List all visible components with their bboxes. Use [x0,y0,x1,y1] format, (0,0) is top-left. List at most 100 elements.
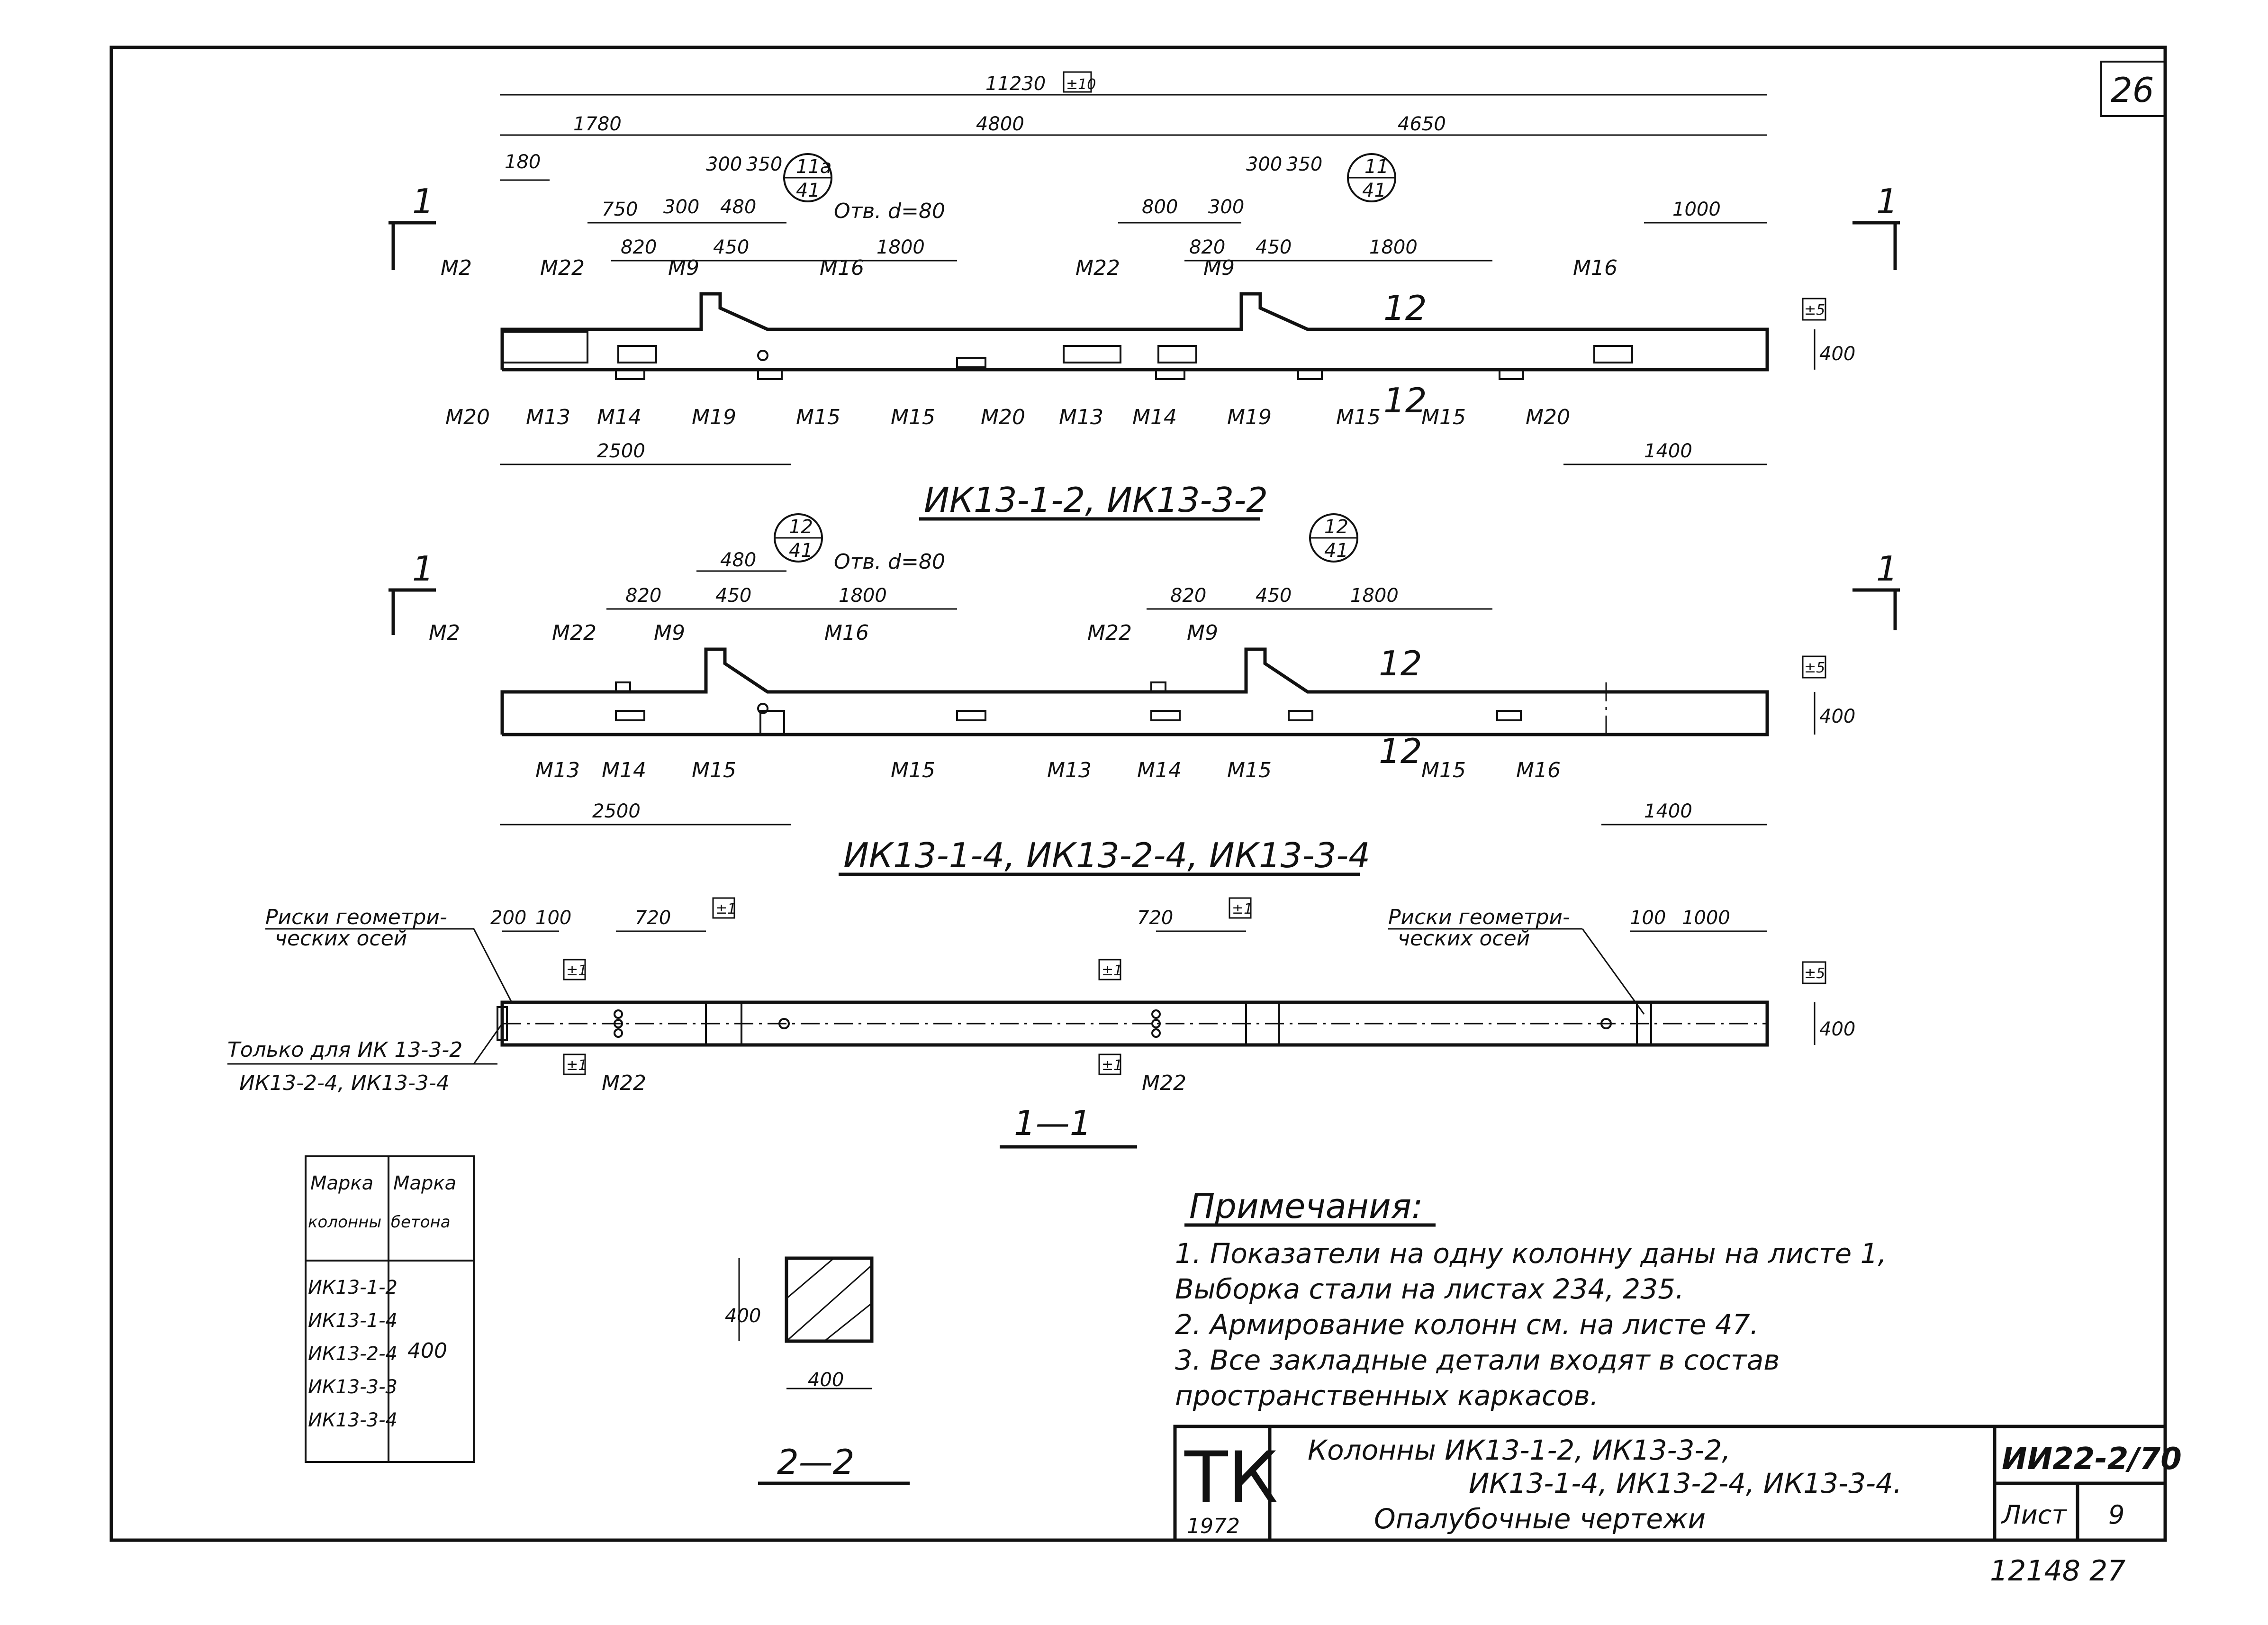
mark: М9 [1203,256,1235,280]
sheet-label: Лист [2001,1500,2067,1530]
callout-top: 11а [796,156,831,178]
table-row: ИК13-2-4 [308,1343,398,1365]
mark: М16 [820,256,864,280]
note-line: 1. Показатели на одну колонну даны на ли… [1175,1237,1887,1270]
dim-1780: 1780 [573,113,622,135]
tol: ±5 [1804,660,1825,676]
dim-480: 480 [720,196,756,218]
concrete-table: Марка колонны Марка бетона ИК13-1-2 ИК13… [305,1155,475,1463]
tol: ±1 [566,1057,587,1074]
mark: М15 [891,758,935,782]
dim-800: 800 [1142,196,1178,218]
callout-bottom: 41 [1324,540,1348,562]
mark: М15 [692,758,736,782]
mark: М16 [1516,758,1561,782]
bar-number: 12 [1383,288,1427,328]
table-header-2: Марка [393,1172,456,1194]
dim-1800b: 1800 [1369,236,1418,258]
dim-2500: 2500 [597,440,645,462]
mark: М13 [1047,758,1092,782]
dim-4650: 4650 [1398,113,1446,135]
title-line-2: ИК13-1-4, ИК13-2-4, ИК13-3-4. [1469,1467,1902,1499]
section-mark-left: 1 [412,182,434,221]
note-line: 3. Все закладные детали входят в состав [1175,1344,1780,1376]
dim-1400: 1400 [1644,800,1692,822]
dim-1800: 1800 [876,236,925,258]
bar-number: 12 [1379,731,1422,771]
callout-top: 12 [1324,516,1348,538]
dim-450: 450 [715,585,751,607]
mark: М14 [1137,758,1182,782]
mark: М14 [1132,405,1177,429]
mark: М22 [602,1071,646,1095]
dim-1000: 1000 [1682,907,1730,929]
axis-marks-left-1: Риски геометри- [265,905,447,929]
dim-1800b: 1800 [1350,585,1399,607]
view-ik13-1-2: 11230 ±10 1780 4800 4650 180 300 350 750… [389,71,1900,521]
dim-1400: 1400 [1644,440,1692,462]
view-ik13-1-4: 480 820 450 1800 820 450 1800 12 41 12 4… [389,513,1900,876]
dim-200: 200 [490,907,526,929]
dim-450: 450 [713,236,749,258]
axis-marks-right-1: Риски геометри- [1388,905,1570,929]
section-2-2: 400 400 2—2 [725,1256,910,1485]
mark: М14 [597,405,642,429]
table-header-2b: бетона [391,1213,451,1232]
table-row: ИК13-3-4 [308,1409,398,1431]
notes-title: Примечания: [1189,1186,1423,1226]
title-line-1: Колонны ИК13-1-2, ИК13-3-2, [1308,1434,1731,1466]
mark: М9 [1187,621,1218,645]
stamp-number: 12148 [1990,1554,2080,1588]
dim-300c: 300 [1208,196,1244,218]
concrete-grade: 400 [407,1339,447,1363]
dim-820b: 820 [1170,585,1206,607]
bar-number: 12 [1379,644,1422,683]
dim-300: 300 [706,154,742,175]
page-number-box [2100,61,2166,117]
section-mark-left: 1 [412,549,434,589]
overall-dim: 11230 [985,73,1046,95]
dim-400: 400 [1819,343,1855,365]
mark: М2 [441,256,472,280]
notes: Примечания: 1. Показатели на одну колонн… [1175,1186,1887,1412]
tol: ±5 [1804,302,1825,318]
table-header-1b: колонны [308,1213,381,1232]
tol: ±1 [715,901,736,917]
view-title: ИК13-1-4, ИК13-2-4, ИК13-3-4 [843,835,1370,875]
dim-100: 100 [535,907,571,929]
dim-2500: 2500 [592,800,641,822]
callout-bottom: 41 [789,540,813,562]
dim-4800: 4800 [976,113,1024,135]
dim-450b: 450 [1256,585,1292,607]
dim-450b: 450 [1256,236,1292,258]
logo-tk: ТК [1184,1437,1278,1519]
overall-tol: ±10 [1066,76,1096,93]
logo-year: 1972 [1187,1514,1240,1538]
tol: ±5 [1804,965,1825,982]
mark: М15 [1227,758,1272,782]
section-title: 1—1 [1014,1103,1092,1143]
mark: М15 [1421,758,1466,782]
note-line: 2. Армирование колонн см. на листе 47. [1175,1308,1759,1341]
dim-400b: 400 [808,1369,844,1391]
dim-1000: 1000 [1672,199,1721,220]
mark: М19 [1227,405,1272,429]
dim-400: 400 [725,1305,761,1327]
dim-350b: 350 [1286,154,1322,175]
mark: М13 [1059,405,1103,429]
callout-bottom: 41 [1362,180,1386,201]
tol: ±1 [1232,901,1253,917]
tol: ±1 [1102,962,1122,979]
callout-top: 12 [789,516,813,538]
mark: М15 [1421,405,1466,429]
callout-bottom: 41 [796,180,820,201]
bar-number: 12 [1383,381,1427,420]
dim-400: 400 [1819,706,1855,727]
sheet-number: 9 [2108,1500,2124,1530]
axis-marks-right-2: ческих осей [1398,926,1530,951]
page-number: 26 [2111,70,2154,110]
hole-note: Отв. d=80 [834,550,945,574]
table-row: ИК13-1-2 [308,1277,398,1298]
view-title: ИК13-1-2, ИК13-3-2 [924,480,1268,520]
